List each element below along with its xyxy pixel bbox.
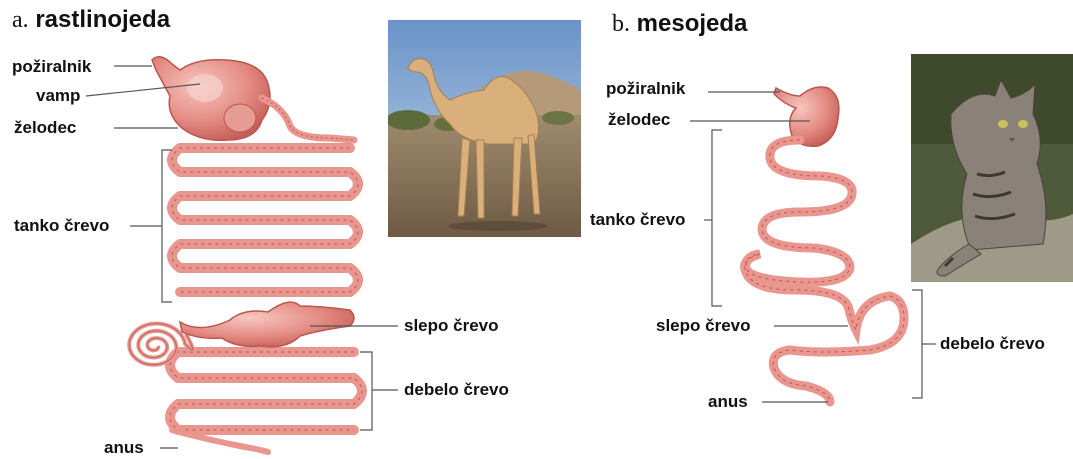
carnivore-label-small-intestine: tanko črevo [590, 211, 685, 229]
herbivore-cecum [180, 302, 354, 347]
herbivore-label-rumen: vamp [36, 87, 80, 105]
carnivore-label-stomach: želodec [608, 111, 670, 129]
herbivore-label-cecum: slepo črevo [404, 317, 499, 335]
herbivore-label-anus: anus [104, 439, 144, 457]
herbivore-label-small-intestine: tanko črevo [14, 217, 109, 235]
carnivore-label-esophagus: požiralnik [606, 80, 685, 98]
carnivore-label-anus: anus [708, 393, 748, 411]
herbivore-large-intestine-texture [170, 352, 362, 430]
herbivore-large-intestine-tube [170, 352, 362, 430]
carnivore-label-cecum: slepo črevo [656, 317, 751, 335]
carnivore-label-large-intestine: debelo črevo [940, 335, 1045, 353]
herbivore-label-large-intestine: debelo črevo [404, 381, 509, 399]
herbivore-large-intestine [170, 352, 362, 430]
herbivore-stomach [152, 57, 354, 140]
herbivore-small-intestine [172, 148, 358, 292]
herbivore-label-esophagus: požiralnik [12, 58, 91, 76]
carnivore-intestine [745, 140, 904, 402]
herbivore-label-stomach: želodec [14, 119, 76, 137]
